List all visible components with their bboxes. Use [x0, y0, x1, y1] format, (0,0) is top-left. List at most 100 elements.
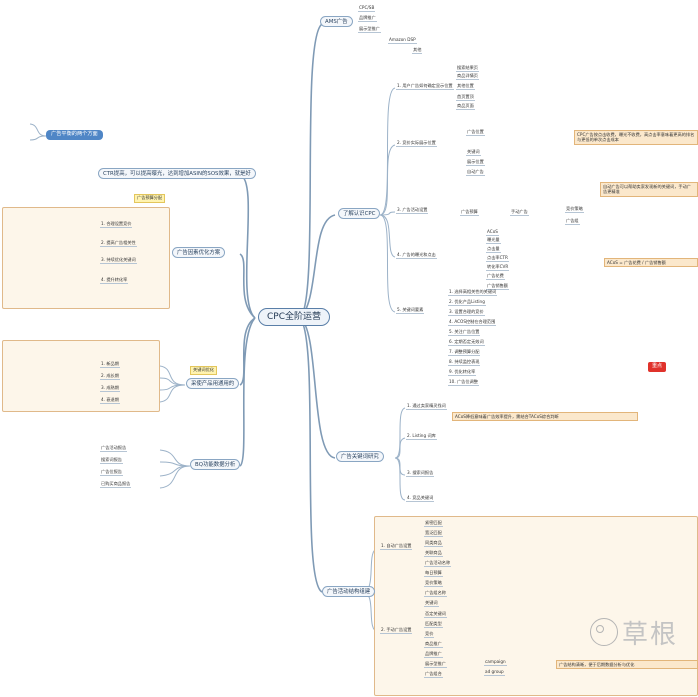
know-item[interactable]: 3. 广告活动设置: [396, 207, 429, 214]
wechat-icon: [590, 618, 618, 646]
step-item[interactable]: 2. 优化产品Listing: [448, 299, 486, 306]
sell-item[interactable]: 1. 新品期: [100, 361, 120, 368]
know-leaf[interactable]: 广告花费: [486, 273, 505, 280]
know-leaf[interactable]: 展示位置: [466, 159, 485, 166]
know-leaf[interactable]: 曝光量: [486, 237, 501, 244]
kw-item[interactable]: 1. 通过卖家精灵找词: [406, 403, 447, 410]
struct-leaf[interactable]: 关联商品: [424, 550, 443, 557]
know-leaf[interactable]: ACoS: [486, 229, 499, 236]
opt-item[interactable]: 1. 合理设置竞价: [100, 221, 133, 228]
struct-leaf[interactable]: 品牌推广: [424, 651, 443, 658]
kw-item[interactable]: 3. 搜索词报告: [406, 470, 435, 477]
struct-leaf[interactable]: 广告组名称: [424, 590, 447, 597]
branch-ad-optimization[interactable]: 广告因素优化方案: [172, 247, 226, 259]
know-leaf[interactable]: 广告位置: [466, 129, 485, 136]
callout-acos: ACoS = 广告花费 / 广告销售额: [604, 258, 698, 268]
know-leaf[interactable]: 搜索结果页: [456, 65, 479, 72]
sell-item[interactable]: 2. 成长期: [100, 373, 120, 380]
edge: [239, 317, 256, 386]
struct-leaf[interactable]: 紧密匹配: [424, 520, 443, 527]
root-node[interactable]: CPC全阶运营: [258, 308, 330, 327]
callout-structure: 广告结构清晰，便于后期数据分析与优化: [556, 660, 698, 670]
struct-leaf[interactable]: 竞价策略: [424, 580, 443, 587]
step-item[interactable]: 1. 选择高相关性的关键词: [448, 289, 498, 296]
edge: [29, 123, 47, 137]
sell-item[interactable]: 4. 衰退期: [100, 397, 120, 404]
struct-item[interactable]: 1. 自动广告设置: [380, 543, 413, 550]
know-leaf[interactable]: 关键词: [466, 149, 481, 156]
know-item[interactable]: 5. 关键词要素: [396, 307, 425, 314]
callout-auto-manual: 自动广告可以帮助卖家发现新的关键词，手动广告更精准: [600, 182, 698, 197]
edge: [394, 437, 406, 459]
branch-know-cpc[interactable]: 了解认识CPC: [338, 208, 381, 220]
step-item[interactable]: 10. 广告位调整: [448, 379, 479, 386]
know-leaf[interactable]: 转化率CVR: [486, 264, 510, 271]
branch-ams[interactable]: AMS广告: [320, 16, 353, 28]
know-leaf[interactable]: 商品详情页: [456, 73, 479, 80]
ams-item[interactable]: 其他: [412, 47, 423, 54]
sell-item[interactable]: 3. 成熟期: [100, 385, 120, 392]
know-item[interactable]: 4. 广告的曝光和点击: [396, 252, 437, 259]
struct-leaf[interactable]: 竞价: [424, 631, 435, 638]
opt-item[interactable]: 3. 持续优化关键词: [100, 257, 137, 264]
struct-leaf[interactable]: campaign: [484, 659, 507, 666]
tag-important: 重点: [648, 362, 667, 372]
know-leaf[interactable]: 广告组: [565, 218, 580, 225]
kw-item[interactable]: 4. 竞品关键词: [406, 495, 435, 502]
step-item[interactable]: 7. 调整预算分配: [448, 349, 481, 356]
branch-keyword[interactable]: 广告关键词研究: [336, 451, 384, 463]
struct-leaf[interactable]: 匹配类型: [424, 621, 443, 628]
step-item[interactable]: 9. 优化转化率: [448, 369, 477, 376]
know-leaf[interactable]: 其他位置: [456, 83, 475, 90]
opt-item[interactable]: 4. 提升转化率: [100, 277, 129, 284]
kw-item[interactable]: 2. Listing 词库: [406, 433, 437, 440]
know-item[interactable]: 2. 竞价实际展示位置: [396, 140, 437, 147]
edge: [159, 384, 186, 403]
ams-item[interactable]: CPC/SB: [358, 5, 376, 12]
struct-leaf[interactable]: 商品推广: [424, 641, 443, 648]
step-item[interactable]: 4. ACOS控制在合理范围: [448, 319, 497, 326]
struct-leaf[interactable]: 宽泛匹配: [424, 530, 443, 537]
know-leaf[interactable]: 手动广告: [510, 209, 529, 216]
struct-leaf[interactable]: 关键词: [424, 600, 439, 607]
know-leaf[interactable]: 首页置顶: [456, 94, 475, 101]
opt-item[interactable]: 2. 提高广告相关性: [100, 240, 137, 247]
branch-sell[interactable]: 采使产品用通用的: [186, 378, 240, 390]
report-item[interactable]: 搜索词报告: [100, 457, 123, 464]
know-leaf[interactable]: 点击率CTR: [486, 255, 509, 262]
struct-leaf[interactable]: 广告活动名称: [424, 560, 452, 567]
branch-structure[interactable]: 广告活动结构组建: [322, 586, 376, 598]
struct-leaf[interactable]: ad group: [484, 669, 505, 676]
edge: [159, 465, 191, 477]
report-item[interactable]: 已购买商品报告: [100, 481, 132, 488]
know-leaf[interactable]: 竞价策略: [565, 206, 584, 213]
struct-leaf[interactable]: 展示型推广: [424, 661, 447, 668]
know-leaf[interactable]: 自动广告: [466, 169, 485, 176]
struct-leaf[interactable]: 广告组合: [424, 671, 443, 678]
branch-report[interactable]: BQ功能数据分析: [190, 459, 241, 471]
struct-leaf[interactable]: 同类商品: [424, 540, 443, 547]
step-item[interactable]: 5. 关注广告位置: [448, 329, 481, 336]
ams-item[interactable]: 品牌推广: [358, 15, 377, 22]
know-leaf[interactable]: 广告预算: [460, 209, 479, 216]
step-item[interactable]: 6. 定期否定无效词: [448, 339, 485, 346]
ams-item[interactable]: 展示型推广: [358, 26, 381, 33]
ams-item[interactable]: Amazon DSP: [388, 37, 417, 44]
step-item[interactable]: 3. 设置合理的竞价: [448, 309, 485, 316]
struct-item[interactable]: 2. 手动广告设置: [380, 627, 413, 634]
edge: [239, 253, 256, 319]
know-leaf[interactable]: 广告销售额: [486, 283, 509, 290]
know-leaf[interactable]: 点击量: [486, 246, 501, 253]
branch-ctr[interactable]: CTR提高，可以提高曝光，达到增加ASIN的SOS效果，就是好: [98, 168, 256, 180]
edge: [299, 317, 323, 593]
know-leaf[interactable]: 商品页面: [456, 103, 475, 110]
edge: [159, 461, 191, 467]
step-item[interactable]: 8. 持续监控表现: [448, 359, 481, 366]
report-item[interactable]: 广告位报告: [100, 469, 123, 476]
struct-leaf[interactable]: 每日预算: [424, 570, 443, 577]
tip-main[interactable]: 广告平衡的两个方面: [46, 130, 103, 140]
report-item[interactable]: 广告活动报告: [100, 445, 128, 452]
edge: [379, 214, 396, 313]
struct-leaf[interactable]: 否定关键词: [424, 611, 447, 618]
know-item[interactable]: 1. 用户广告如何确定显示位置: [396, 83, 454, 90]
